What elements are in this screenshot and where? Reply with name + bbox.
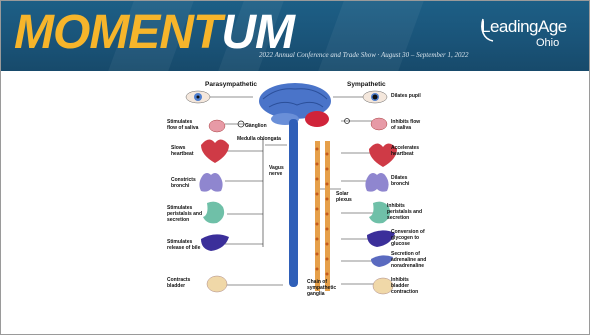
parasympathetic-header: Parasympathetic (205, 81, 257, 88)
parasym-bronchi-label: Constricts bronchi (171, 177, 205, 189)
sym-bladder-label: Inhibits bladder contraction (391, 277, 427, 295)
sym-pupil-label: Dilates pupil (391, 93, 425, 99)
right-eye-icon (363, 91, 387, 103)
diagram-artwork (165, 79, 427, 305)
parasym-bladder-label: Contracts bladder (167, 277, 203, 289)
sym-saliva-label: Inhibits flow of saliva (391, 119, 425, 131)
sym-glucose-label: Conversion of glycogen to glucose (391, 229, 427, 247)
left-heart-icon (201, 139, 229, 163)
vagus-label: Vagus nerve (269, 165, 291, 177)
left-bladder-icon (207, 276, 227, 292)
logo-text-part1: MOMENT (14, 7, 221, 59)
sym-heart-label: Accelerates heartbeat (391, 145, 427, 157)
sympathetic-header: Sympathetic (347, 81, 386, 88)
sym-peristalsis-label: Inhibits peristalsis and secretion (387, 203, 427, 221)
parasym-saliva-label: Stimulates flow of saliva (167, 119, 203, 131)
sym-adrenaline-label: Secretion of adrenaline and noradrenalin… (391, 251, 427, 269)
spinal-cord (289, 119, 298, 287)
conference-tagline: 2022 Annual Conference and Trade Show · … (259, 51, 468, 59)
brand-name: LeadingAge (481, 17, 567, 37)
right-lungs-icon (365, 173, 388, 192)
leadingage-logo: LeadingAge Ohio (479, 11, 579, 61)
brand-subtitle: Ohio (536, 37, 559, 49)
left-stomach-icon (203, 202, 224, 224)
sympathetic-chain-label: Chain of sympathetic ganglia (307, 279, 347, 297)
right-bladder-icon (373, 278, 393, 294)
left-salivary-gland-icon (209, 120, 225, 132)
sym-bronchi-label: Dilates bronchi (391, 175, 425, 187)
parasym-bile-label: Stimulates release of bile (167, 239, 207, 251)
parasym-peristalsis-label: Stimulates peristalsis and secretion (167, 205, 205, 223)
right-salivary-gland-icon (371, 118, 387, 130)
ganglion-label: Ganglion (245, 123, 267, 129)
parasym-heart-label: Slows heartbeat (171, 145, 205, 157)
right-adrenal-icon (371, 255, 393, 267)
left-eye-icon (186, 91, 210, 103)
nervous-system-diagram: Parasympathetic Sympathetic Stimulates f… (165, 79, 427, 305)
medulla-label: Medulla oblongata (237, 136, 281, 142)
solar-plexus-label: Solar plexus (336, 191, 360, 203)
